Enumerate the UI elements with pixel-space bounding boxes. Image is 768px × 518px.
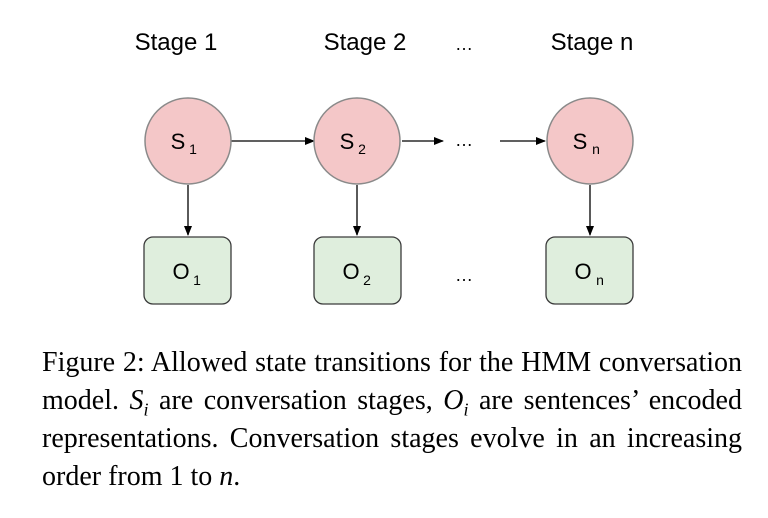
state-node-n-subscript: n [592, 141, 600, 157]
caption-sub-i-2: i [463, 399, 469, 420]
caption-var-o: O [443, 385, 464, 416]
observation-node-2: O 2 [313, 236, 402, 305]
caption-text-2: are conversation stages, [148, 385, 444, 416]
figure-caption: Figure 2: Allowed state transitions for … [42, 344, 742, 496]
observation-node-n: O n [545, 236, 634, 305]
stage-header-ellipsis: … [455, 34, 473, 54]
stage-label-2: Stage 2 [324, 29, 407, 56]
observation-node-n-subscript: n [596, 272, 604, 288]
caption-var-n: n [219, 461, 234, 492]
state-node-n-label: S [573, 129, 588, 154]
state-node-2: S 2 [313, 97, 401, 185]
stage-label-n: Stage n [551, 29, 634, 56]
observation-node-2-label: O [342, 259, 359, 284]
hmm-diagram: Stage 1 Stage 2 … Stage n … S 1 S 2 S n … [135, 29, 634, 305]
observation-node-2-subscript: 2 [363, 272, 371, 288]
state-node-n: S n [546, 97, 634, 185]
caption-text-4: . [233, 461, 241, 492]
observation-row-ellipsis: … [455, 265, 473, 285]
caption-sub-i-1: i [143, 399, 149, 420]
state-node-1: S 1 [144, 97, 232, 185]
state-node-2-subscript: 2 [358, 141, 366, 157]
observation-node-1: O 1 [143, 236, 232, 305]
state-row-ellipsis: … [455, 130, 473, 150]
observation-node-1-label: O [172, 259, 189, 284]
caption-text-3: are sentences’ encoded representations. … [42, 385, 742, 492]
stage-label-1: Stage 1 [135, 29, 218, 56]
state-node-1-label: S [171, 129, 186, 154]
observation-node-1-subscript: 1 [193, 272, 201, 288]
state-node-1-subscript: 1 [189, 141, 197, 157]
caption-text-1: Figure 2: Allowed state transitions for … [42, 347, 742, 416]
state-node-2-label: S [340, 129, 355, 154]
caption-var-s: S [129, 385, 144, 416]
observation-node-n-label: O [574, 259, 591, 284]
